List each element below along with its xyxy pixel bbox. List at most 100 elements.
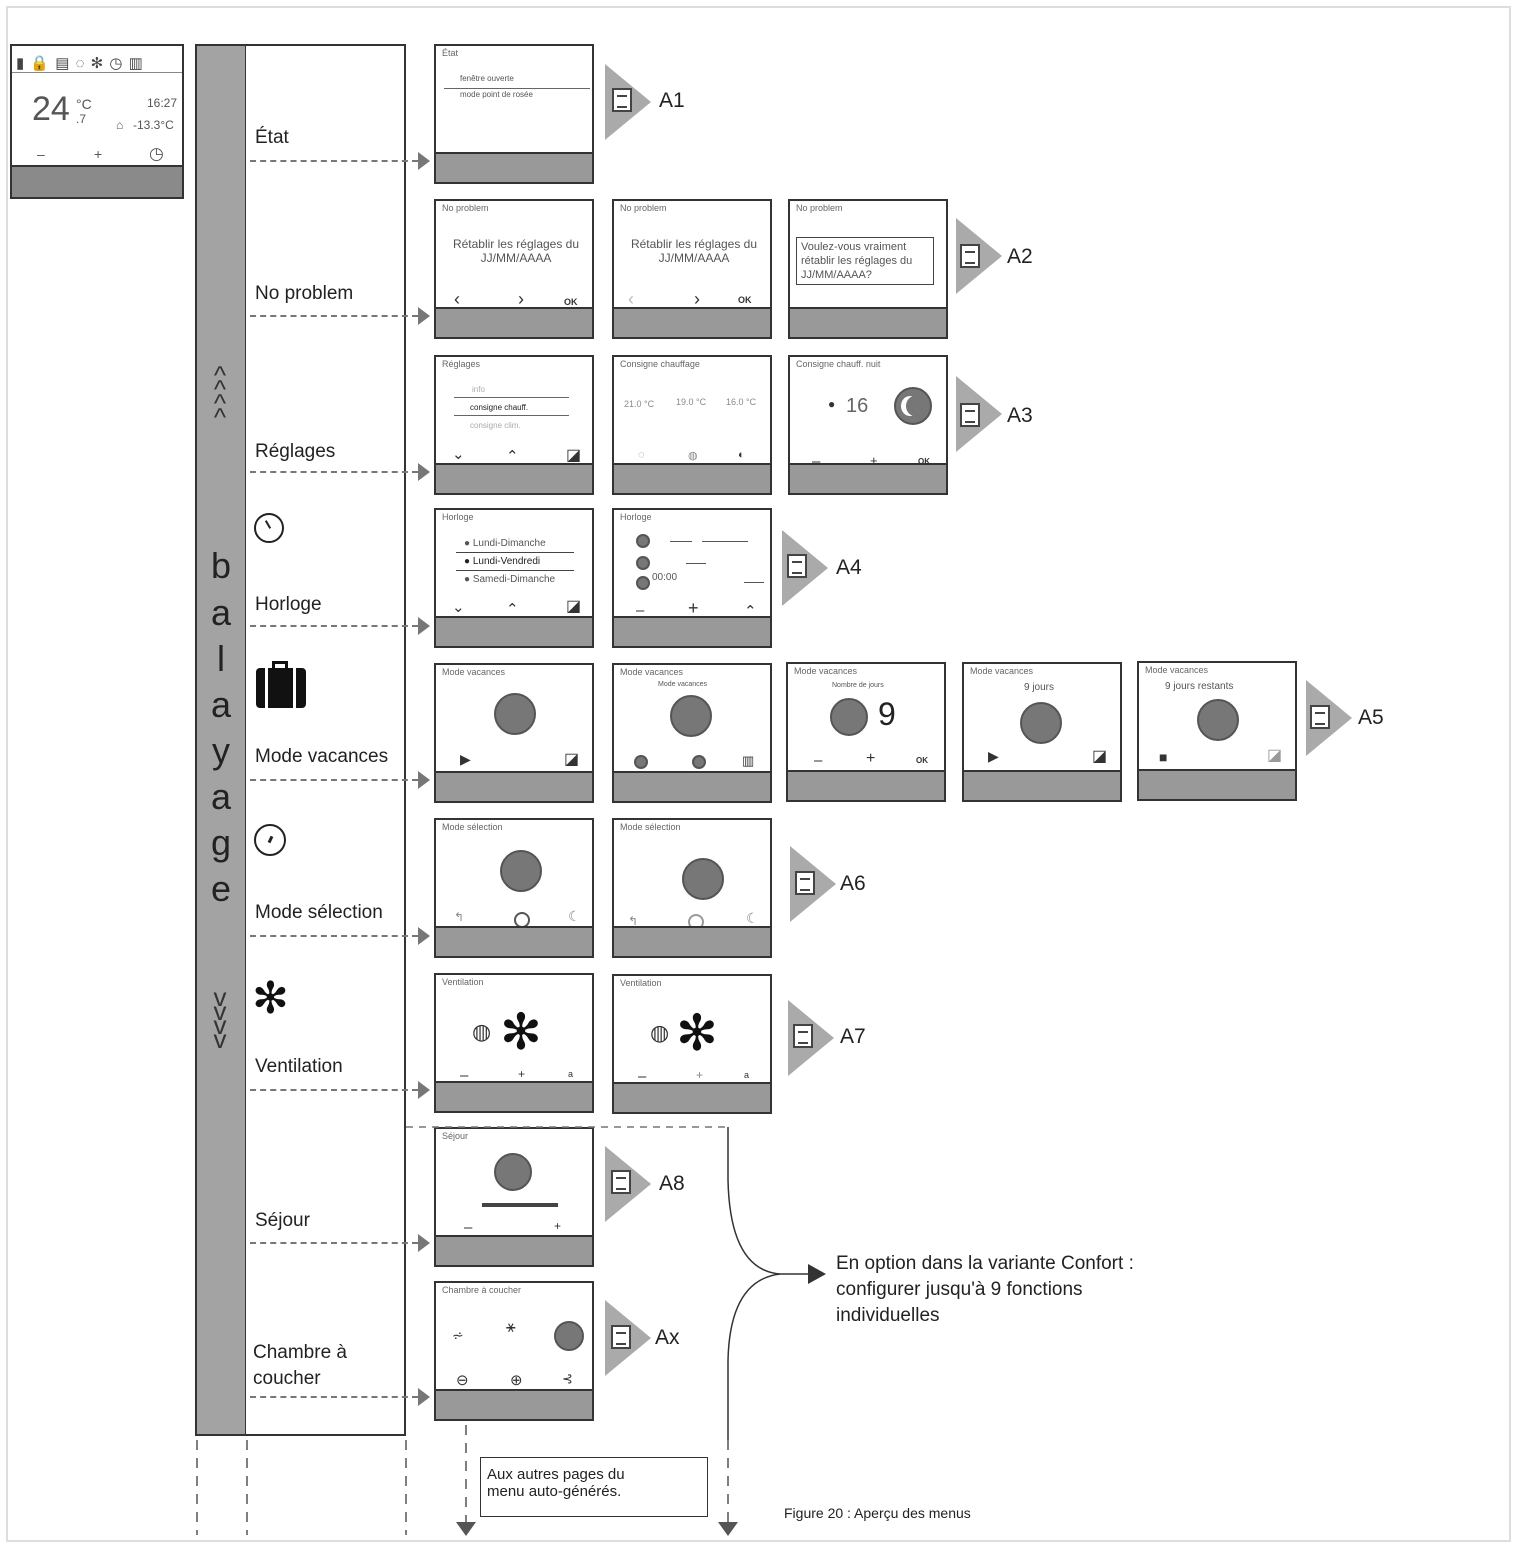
menu-item-horloge[interactable]: Horloge — [255, 594, 322, 615]
screen-reglages-3[interactable]: Consigne chauff. nuit ● 16 – + OK — [788, 355, 948, 495]
screen-bar — [436, 616, 592, 646]
more-pages-box: Aux autres pages du menu auto-générés. — [480, 1457, 708, 1517]
shutter-icon[interactable]: ⊖ — [456, 1372, 469, 1389]
chevron-left-icon[interactable]: ‹ — [454, 289, 460, 309]
menu-item-reglages[interactable]: Réglages — [255, 441, 336, 462]
minus-button[interactable]: – — [636, 602, 645, 619]
screen-no-problem-3[interactable]: No problem Voulez-vous vraiment rétablir… — [788, 199, 948, 339]
stop-icon[interactable]: ■ — [1159, 749, 1168, 765]
chevron-left-icon[interactable]: ‹ — [628, 289, 634, 309]
edit-icon[interactable]: ◪ — [566, 598, 582, 615]
chevron-up-icon[interactable]: ⌃ — [506, 601, 519, 618]
outlet-icon[interactable]: ⊕ — [510, 1372, 523, 1389]
schedule-option[interactable]: ● Samedi-Dimanche — [464, 574, 556, 585]
screen-ventilation-2[interactable]: Ventilation ◍ ✻ – + a — [612, 974, 772, 1114]
screen-no-problem-1[interactable]: No problem Rétablir les réglages du JJ/M… — [434, 199, 594, 339]
radiator-icon[interactable]: ▥ — [742, 753, 755, 768]
chevron-up-icon[interactable]: ⌃ — [744, 603, 757, 620]
screen-title: Chambre à coucher — [442, 1285, 522, 1295]
auto-icon[interactable]: ↰ — [628, 914, 639, 928]
setpoint-day: 21.0 °C — [624, 399, 655, 409]
ceiling-light-icon[interactable]: ⩫ — [452, 1327, 464, 1343]
minus-button[interactable]: – — [814, 752, 823, 769]
play-icon[interactable]: ▶ — [988, 748, 999, 764]
minus-button[interactable]: – — [460, 1067, 469, 1084]
screen-bar — [964, 770, 1120, 800]
menu-item-ventilation[interactable]: Ventilation — [255, 1056, 343, 1077]
auto-icon[interactable]: ↰ — [454, 910, 465, 924]
chevron-right-icon[interactable]: › — [694, 289, 700, 309]
screen-reglages-2[interactable]: Consigne chauffage 21.0 °C 19.0 °C 16.0 … — [612, 355, 772, 495]
screen-bar — [788, 770, 944, 800]
screen-line: fenêtre ouverte — [460, 74, 514, 83]
minus-button[interactable]: – — [464, 1219, 473, 1236]
chevron-down-icon[interactable]: ⌄ — [452, 446, 465, 463]
screen-ventilation-1[interactable]: Ventilation ◍ ✻ – + a — [434, 973, 594, 1113]
plus-button[interactable]: + — [870, 453, 878, 468]
ok-button[interactable]: OK — [738, 295, 752, 305]
minus-button[interactable]: – — [37, 146, 45, 162]
auto-button[interactable]: a — [568, 1069, 574, 1079]
door-icon[interactable]: ⊰ — [562, 1371, 573, 1386]
minus-button[interactable]: – — [638, 1068, 647, 1085]
ok-button[interactable]: OK — [564, 297, 578, 307]
moon-icon[interactable]: ☾ — [746, 910, 759, 926]
screen-horloge-2[interactable]: Horloge 00:00 – + ⌃ — [612, 508, 772, 648]
screen-selection-1[interactable]: Mode sélection ↰ ☾ — [434, 818, 594, 958]
edit-icon[interactable]: ◪ — [1092, 748, 1108, 765]
screen-bar — [614, 926, 770, 956]
plus-button[interactable]: + — [518, 1067, 526, 1081]
arrow-icon — [418, 1081, 430, 1099]
screen-horloge-1[interactable]: Horloge ● Lundi-Dimanche ● Lundi-Vendred… — [434, 508, 594, 648]
moon-icon[interactable] — [692, 755, 706, 769]
sun-icon[interactable]: ◌ — [638, 449, 645, 461]
plus-button[interactable]: + — [696, 1068, 704, 1082]
auto-button[interactable]: a — [744, 1070, 750, 1080]
blind-icon[interactable] — [554, 1321, 584, 1351]
lamp-icon[interactable]: ⚹ — [506, 1319, 516, 1336]
play-icon[interactable]: ▶ — [460, 751, 471, 767]
eco-icon[interactable] — [634, 755, 648, 769]
eco-icon[interactable]: ◍ — [688, 450, 698, 462]
moon-icon[interactable]: ☾ — [568, 908, 581, 924]
ok-button[interactable]: OK — [918, 457, 930, 466]
schedule-option-selected[interactable]: ● Lundi-Vendredi — [464, 556, 541, 567]
ok-button[interactable]: OK — [916, 756, 928, 765]
moon-icon[interactable]: ◐ — [738, 449, 745, 461]
chevron-up-icon[interactable]: ⌃ — [506, 448, 519, 465]
edit-icon[interactable]: ◪ — [1267, 747, 1283, 764]
screen-no-problem-2[interactable]: No problem Rétablir les réglages du JJ/M… — [612, 199, 772, 339]
plus-button[interactable]: + — [688, 598, 699, 618]
clock-icon[interactable]: ◷ — [149, 144, 164, 163]
screen-selection-2[interactable]: Mode sélection ↰ ☾ — [612, 818, 772, 958]
screen-etat[interactable]: État fenêtre ouverte mode point de rosée — [434, 44, 594, 184]
chevron-down-icon[interactable]: ⌄ — [452, 599, 465, 616]
screen-vacances-1[interactable]: Mode vacances ▶ ◪ — [434, 663, 594, 803]
screen-vacances-2[interactable]: Mode vacances Mode vacances ▥ — [612, 663, 772, 803]
outdoor-icon: ⌂ — [116, 118, 124, 132]
plus-button[interactable]: + — [866, 750, 876, 767]
screen-vacances-3[interactable]: Mode vacances Nombre de jours 9 – + OK — [786, 662, 946, 802]
screen-chambre[interactable]: Chambre à coucher ⩫ ⚹ ⊖ ⊕ ⊰ — [434, 1281, 594, 1421]
scan-letter: a — [210, 684, 232, 725]
minus-button[interactable]: – — [812, 453, 821, 470]
menu-item-no-problem[interactable]: No problem — [255, 283, 354, 304]
screen-vacances-5[interactable]: Mode vacances 9 jours restants ■ ◪ — [1137, 661, 1297, 801]
screen-sejour[interactable]: Séjour – + — [434, 1127, 594, 1267]
dimmer-slider[interactable] — [482, 1203, 558, 1207]
schedule-option[interactable]: ● Lundi-Dimanche — [464, 538, 546, 549]
chevron-right-icon[interactable]: › — [518, 289, 524, 309]
plus-button[interactable]: + — [554, 1219, 562, 1233]
edit-icon[interactable]: ◪ — [564, 751, 580, 768]
menu-item-sejour[interactable]: Séjour — [255, 1210, 310, 1231]
menu-item-mode-vacances[interactable]: Mode vacances — [255, 746, 389, 767]
menu-item-mode-selection[interactable]: Mode sélection — [255, 902, 383, 923]
plus-button[interactable]: + — [94, 146, 103, 162]
fan-icon: ✻ — [676, 1005, 718, 1061]
edit-icon[interactable]: ◪ — [566, 447, 582, 464]
screen-vacances-4[interactable]: Mode vacances 9 jours ▶ ◪ — [962, 662, 1122, 802]
screen-reglages-1[interactable]: Réglages info consigne chauff. consigne … — [434, 355, 594, 495]
screen-bar — [436, 1389, 592, 1419]
menu-item-etat[interactable]: État — [255, 127, 289, 148]
